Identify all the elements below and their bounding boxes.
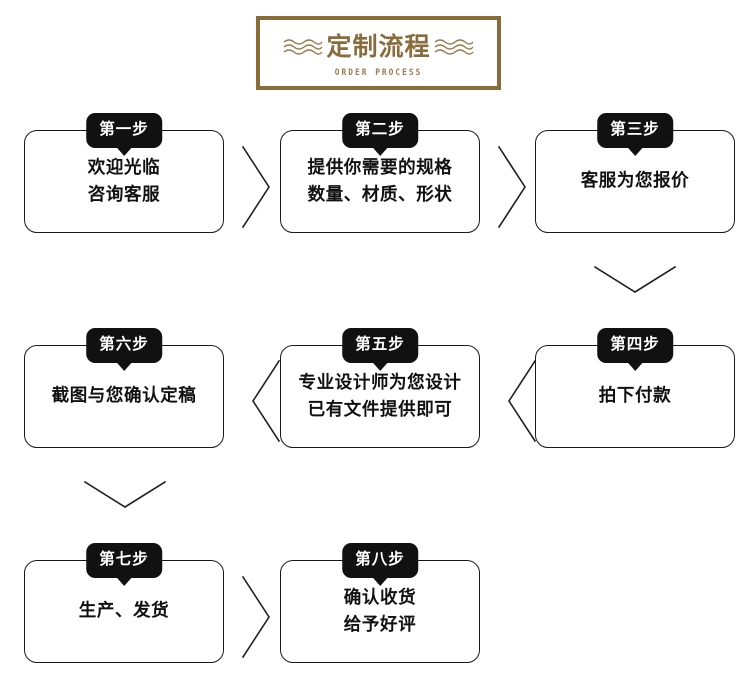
- connector-down-3-to-4-icon: [593, 265, 677, 293]
- step-card-8-body: 确认收货 给予好评: [280, 560, 480, 663]
- step-card-7: 生产、发货 第七步: [24, 543, 224, 663]
- connector-left-5-to-6-icon: [252, 359, 281, 443]
- step-5-badge-wrap: 第五步: [342, 328, 418, 363]
- step-card-1-body: 欢迎光临 咨询客服: [24, 130, 224, 233]
- step-1-badge: 第一步: [86, 113, 162, 148]
- step-4-badge: 第四步: [597, 328, 673, 363]
- step-card-5: 专业设计师为您设计 已有文件提供即可 第五步: [280, 328, 480, 448]
- step-card-3: 客服为您报价 第三步: [535, 113, 735, 233]
- connector-right-7-to-8-icon: [241, 575, 270, 659]
- step-8-badge-wrap: 第八步: [342, 543, 418, 578]
- step-5-line-2: 已有文件提供即可: [307, 399, 453, 420]
- wave-left-icon: [284, 38, 324, 55]
- step-6-badge-wrap: 第六步: [86, 328, 162, 363]
- step-1-line-1: 欢迎光临: [87, 157, 161, 178]
- step-8-line-2: 给予好评: [343, 614, 417, 635]
- title-banner: 定制流程 ORDER PROCESS: [256, 16, 501, 90]
- step-8-badge: 第八步: [342, 543, 418, 578]
- step-card-7-body: 生产、发货: [24, 560, 224, 663]
- connector-right-2-to-3-icon: [497, 145, 526, 229]
- step-2-line-1: 提供你需要的规格: [307, 157, 453, 178]
- step-7-line-1: 生产、发货: [78, 601, 170, 621]
- step-4-badge-wrap: 第四步: [597, 328, 673, 363]
- connector-left-4-to-5-icon: [508, 359, 537, 443]
- connector-down-6-to-7-icon: [83, 480, 167, 508]
- step-3-badge: 第三步: [597, 113, 673, 148]
- step-card-6-body: 截图与您确认定稿: [24, 345, 224, 448]
- step-3-line-1: 客服为您报价: [580, 171, 690, 191]
- step-2-badge-wrap: 第二步: [342, 113, 418, 148]
- step-5-badge: 第五步: [342, 328, 418, 363]
- step-card-3-body: 客服为您报价: [535, 130, 735, 233]
- step-card-8: 确认收货 给予好评 第八步: [280, 543, 480, 663]
- step-8-line-1: 确认收货: [343, 587, 417, 608]
- step-1-badge-wrap: 第一步: [86, 113, 162, 148]
- step-card-4-body: 拍下付款: [535, 345, 735, 448]
- step-card-2: 提供你需要的规格 数量、材质、形状 第二步: [280, 113, 480, 233]
- step-2-line-2: 数量、材质、形状: [307, 184, 453, 205]
- step-5-line-1: 专业设计师为您设计: [298, 372, 462, 393]
- step-4-line-1: 拍下付款: [598, 386, 672, 406]
- step-card-4: 拍下付款 第四步: [535, 328, 735, 448]
- step-6-line-1: 截图与您确认定稿: [51, 386, 197, 406]
- step-card-5-body: 专业设计师为您设计 已有文件提供即可: [280, 345, 480, 448]
- step-3-badge-wrap: 第三步: [597, 113, 673, 148]
- connector-right-1-to-2-icon: [241, 145, 270, 229]
- step-1-line-2: 咨询客服: [87, 184, 161, 205]
- step-6-badge: 第六步: [86, 328, 162, 363]
- step-7-badge-wrap: 第七步: [86, 543, 162, 578]
- step-2-badge: 第二步: [342, 113, 418, 148]
- step-card-6: 截图与您确认定稿 第六步: [24, 328, 224, 448]
- wave-right-icon: [434, 38, 474, 55]
- page-subtitle: ORDER PROCESS: [334, 67, 423, 78]
- step-card-1: 欢迎光临 咨询客服 第一步: [24, 113, 224, 233]
- title-row: 定制流程: [283, 29, 474, 65]
- step-card-2-body: 提供你需要的规格 数量、材质、形状: [280, 130, 480, 233]
- page-title: 定制流程: [326, 31, 431, 61]
- step-7-badge: 第七步: [86, 543, 162, 578]
